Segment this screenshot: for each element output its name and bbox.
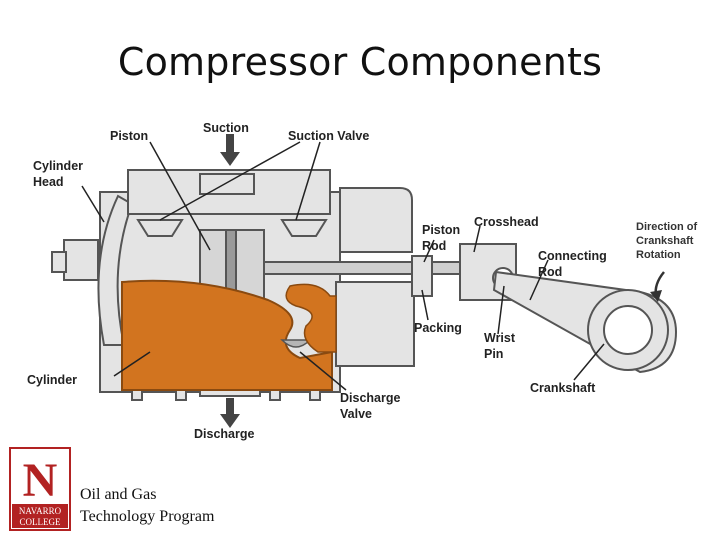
label-crosshead: Crosshead	[474, 215, 539, 229]
label-connecting-rod-line2: Rod	[538, 265, 563, 279]
label-cylinder-head: Cylinder Head	[33, 158, 83, 190]
navarro-college-logo: N NAVARRO COLLEGE	[9, 447, 71, 531]
logo-letter: N	[23, 454, 58, 507]
crankshaft-inner	[603, 305, 653, 355]
label-piston-rod-line2: Rod	[422, 239, 447, 253]
label-piston-rod: Piston Rod	[422, 222, 460, 254]
label-connecting-rod: Connecting Rod	[538, 248, 607, 280]
program-line1: Oil and Gas	[80, 486, 157, 503]
label-packing: Packing	[414, 321, 462, 335]
piston-head-cutaway	[285, 283, 337, 353]
label-cylinder-head-line2: Head	[33, 175, 64, 189]
program-line2: Technology Program	[80, 508, 215, 525]
discharge-arrow	[220, 398, 240, 428]
distance-piece	[339, 187, 413, 253]
label-cylinder: Cylinder	[27, 373, 78, 387]
label-wrist-pin: Wrist Pin	[484, 330, 515, 362]
head-flange	[63, 239, 99, 281]
frame-housing	[335, 281, 415, 367]
label-direction-line2: Crankshaft	[636, 235, 694, 247]
suction-inlet	[199, 173, 255, 195]
label-connecting-rod-line1: Connecting	[538, 249, 607, 263]
flange-nut	[51, 251, 67, 273]
label-piston-rod-line1: Piston	[422, 223, 461, 237]
discharge-gas-area	[121, 279, 333, 391]
label-suction-valve: Suction Valve	[288, 129, 370, 143]
label-cylinder-head-line1: Cylinder	[33, 159, 84, 173]
program-name: Oil and Gas Technology Program	[80, 484, 214, 528]
label-direction-line1: Direction of	[636, 221, 698, 233]
logo-line1: NAVARRO	[19, 506, 62, 516]
slide-title: Compressor Components	[117, 40, 603, 84]
label-discharge-valve: Discharge Valve	[340, 390, 400, 422]
label-discharge: Discharge	[194, 427, 255, 441]
label-suction: Suction	[203, 121, 249, 135]
label-wrist-pin-line2: Pin	[484, 347, 504, 361]
label-crankshaft: Crankshaft	[530, 381, 596, 395]
label-discharge-valve-line1: Discharge	[340, 391, 401, 405]
label-piston: Piston	[110, 129, 149, 143]
suction-valve-left	[136, 219, 184, 237]
piston-rod	[263, 261, 465, 275]
suction-arrow	[220, 134, 240, 166]
logo-line2: COLLEGE	[20, 517, 61, 527]
label-direction-line3: Rotation	[636, 249, 681, 261]
label-direction-of-rotation: Direction of Crankshaft Rotation	[636, 220, 697, 262]
suction-valve-right	[280, 219, 328, 237]
label-discharge-valve-line2: Valve	[340, 407, 372, 421]
packing-box	[411, 255, 433, 297]
label-wrist-pin-line1: Wrist	[484, 331, 516, 345]
